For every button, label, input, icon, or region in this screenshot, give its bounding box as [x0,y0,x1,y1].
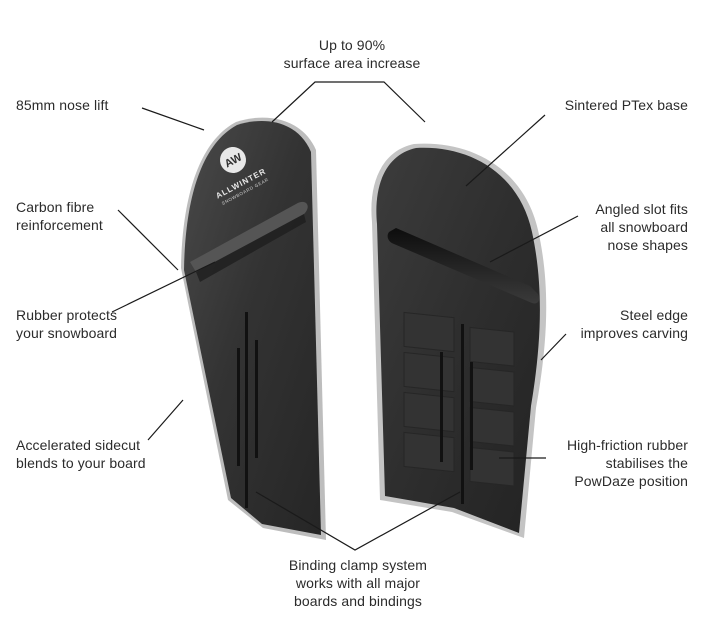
rubber-pad [403,431,455,473]
angled-slot [387,228,540,304]
callout-surface-area-line1: Up to 90% [318,37,386,53]
callout-angled-slot-line1: Angled slot fits [595,201,688,217]
callout-high-friction-line3: PowDaze position [574,473,688,489]
leader-carbon [117,209,179,271]
right-slot [470,362,473,470]
right-slot [440,352,443,462]
callout-surface-area-line2: surface area increase [283,55,421,71]
callout-angled-slot: Angled slot fits all snowboard nose shap… [595,200,688,254]
right-panel [371,143,547,538]
logo-mark-icon [220,147,246,173]
rubber-pad [469,406,515,447]
left-slot [237,348,240,466]
callout-carbon-line2: reinforcement [16,217,103,233]
callout-sidecut: Accelerated sidecut blends to your board [16,436,146,472]
right-panel-face [376,147,540,533]
callout-binding-clamp-line2: works with all major [295,575,421,591]
callout-rubber-protects-line2: your snowboard [16,325,118,341]
leader-ptex [465,114,546,187]
rubber-pad [403,351,455,393]
left-panel-face [184,120,321,536]
callout-binding-clamp: Binding clamp system works with all majo… [268,556,448,610]
left-slot [255,340,258,458]
leader-nose-lift [141,107,205,131]
callout-carbon: Carbon fibre reinforcement [16,198,103,234]
callout-angled-slot-line3: nose shapes [607,237,688,253]
rubber-pad [403,311,455,353]
callout-nose-lift: 85mm nose lift [16,96,108,114]
callout-carbon-line1: Carbon fibre [16,199,95,215]
leader-surface-area [271,81,426,123]
callout-surface-area: Up to 90% surface area increase [272,36,432,72]
callout-high-friction: High-friction rubber stabilises the PowD… [567,436,688,490]
leader-angled-slot [489,215,579,263]
callout-sidecut-line2: blends to your board [16,455,146,471]
leader-lines [111,81,579,551]
callout-high-friction-line2: stabilises the [605,455,688,471]
callout-steel-edge-line1: Steel edge [620,307,688,323]
leader-binding-clamp [255,491,461,551]
callout-angled-slot-line2: all snowboard [600,219,688,235]
carbon-ridge-shadow [196,214,306,282]
callout-nose-lift-line1: 85mm nose lift [16,97,109,113]
callout-steel-edge-line2: improves carving [580,325,688,341]
leader-rubber-protects [111,261,216,313]
callout-high-friction-line1: High-friction rubber [566,437,688,453]
leader-steel-edge [540,333,567,361]
callout-rubber-protects: Rubber protects your snowboard [16,306,117,342]
rubber-pad [469,446,515,487]
rubber-pad [469,366,515,407]
callout-ptex-line1: Sintered PTex base [564,97,688,113]
callout-steel-edge: Steel edge improves carving [581,306,688,342]
callout-rubber-protects-line1: Rubber protects [16,307,118,323]
rubber-pad [403,391,455,433]
right-slot [461,324,464,504]
rubber-pad [469,326,515,367]
callout-binding-clamp-line1: Binding clamp system [288,557,428,573]
callout-ptex: Sintered PTex base [565,96,688,114]
callout-binding-clamp-line3: boards and bindings [294,593,422,609]
carbon-ridge [190,201,308,272]
left-slot [245,312,248,508]
leader-sidecut [147,399,184,441]
callout-sidecut-line1: Accelerated sidecut [16,437,141,453]
left-panel: AW ALLWINTER SNOWBOARD GEAR [181,117,326,540]
